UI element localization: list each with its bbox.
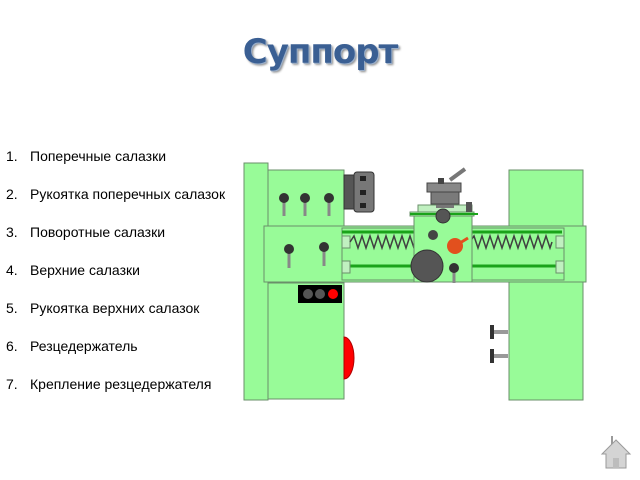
legend-item-7: 7.Крепление резцедержателя <box>6 376 212 392</box>
carriage-support <box>409 167 478 283</box>
rail-stop-left-top <box>341 235 351 249</box>
legend-item-1: 1.Поперечные салазки <box>6 148 167 164</box>
rail-stop-right-bottom <box>555 260 565 274</box>
tailstock-upper <box>508 169 584 229</box>
legend-item-6: 6.Резцедержатель <box>6 338 138 354</box>
tailstock-handles <box>490 325 508 363</box>
emergency-button <box>343 336 355 380</box>
home-icon <box>600 436 632 469</box>
legend-item-4: 4.Верхние салазки <box>6 262 140 278</box>
headstock-levers <box>279 193 334 268</box>
legend-list: 1.Поперечные салазки 2.Рукоятка поперечн… <box>6 147 242 413</box>
panel-lamp-red <box>328 289 338 299</box>
legend-item-2: 2.Рукоятка поперечных салазок <box>6 186 226 202</box>
panel-lamp-1 <box>303 289 313 299</box>
rail-stop-right-top <box>555 235 565 249</box>
home-button[interactable] <box>600 432 632 472</box>
lead-screw-right <box>469 233 553 251</box>
page-title: Суппорт <box>242 32 399 72</box>
tailstock-base <box>508 281 584 401</box>
panel-lamp-2 <box>315 289 325 299</box>
legend-item-3: 3.Поворотные салазки <box>6 224 166 240</box>
chuck <box>343 171 375 213</box>
legend-item-5: 5.Рукоятка верхних салазок <box>6 300 200 316</box>
rail-stop-left-bottom <box>341 260 351 274</box>
